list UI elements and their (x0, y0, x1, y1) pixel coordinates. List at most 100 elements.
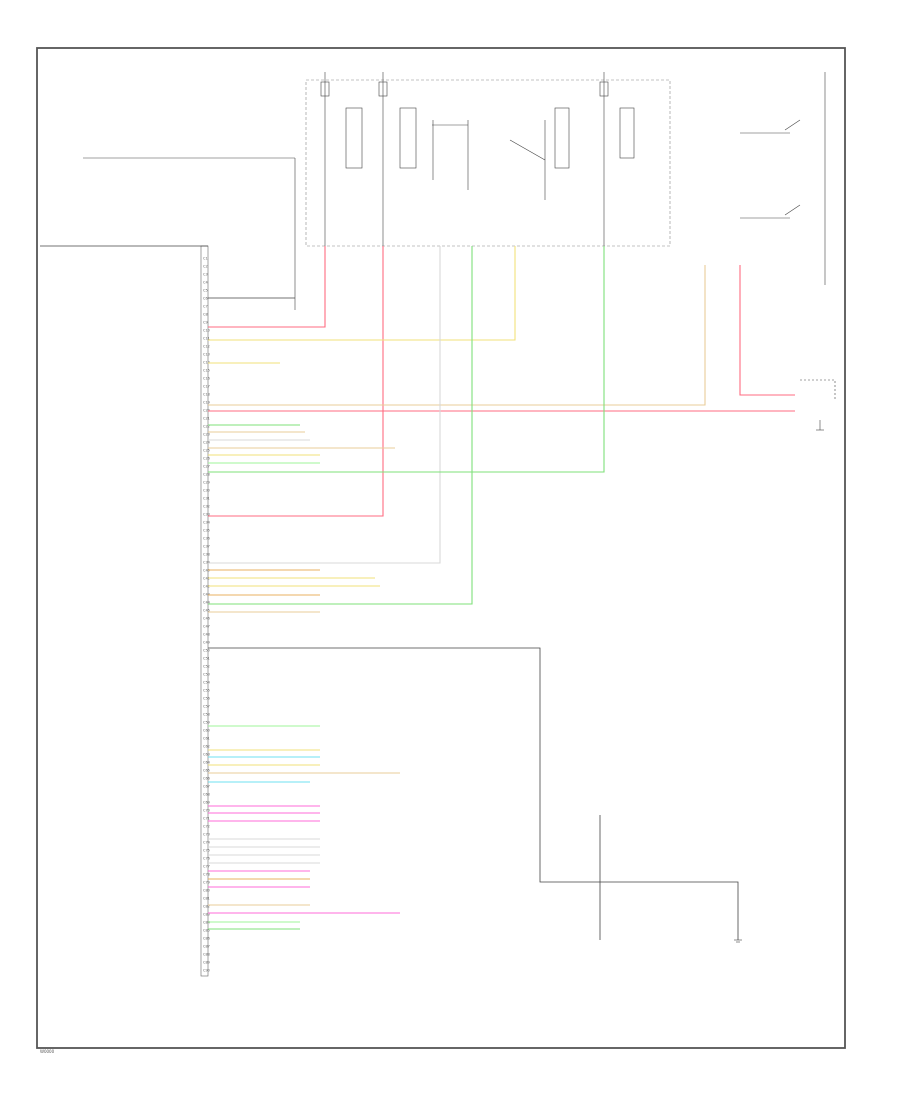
connector-pin-label: C86 (203, 937, 210, 941)
connector-pin-label: C38 (203, 553, 210, 557)
connector-pin-label: C66 (203, 777, 210, 781)
connector-pin-label: C35 (203, 529, 210, 533)
connector-pin-label: C40 (203, 569, 210, 573)
wire-group (208, 246, 795, 930)
connector-pin-label: C36 (203, 537, 210, 541)
connector-pin-label: C25 (203, 449, 210, 453)
fuse-group (320, 72, 826, 285)
connector-pin-label: C12 (203, 345, 210, 349)
wire-tan-accessory (208, 265, 706, 406)
connector-pin-label: C37 (203, 545, 210, 549)
fuse-3-icon (599, 81, 609, 97)
connector-pin-label: C54 (203, 681, 211, 685)
wire-yellow-park (208, 246, 516, 341)
connector-pin-label: C23 (203, 433, 210, 437)
connector-pin-label: C1 (203, 257, 208, 261)
connector-pin-label: C65 (203, 769, 210, 773)
wire-green-courtesy (208, 246, 605, 473)
connector-pin-label: C79 (203, 881, 210, 885)
connector-pin-label: C64 (203, 761, 211, 765)
connector-pin-label: C82 (203, 905, 210, 909)
connector-pin-label: C27 (203, 465, 210, 469)
connector-pin-label: C14 (203, 361, 211, 365)
relay-group (345, 107, 801, 219)
connector-pin-label: C81 (203, 897, 210, 901)
connector-pin-label: C24 (203, 441, 211, 445)
connector-pin-label: C85 (203, 929, 210, 933)
connector-pin-label: C51 (203, 657, 210, 661)
connector-pin-label: C46 (203, 617, 210, 621)
connector-pin-label: C57 (203, 705, 210, 709)
connector-pin-label: C60 (203, 729, 210, 733)
underhood-relay-center (305, 79, 671, 247)
connector-pin-label: C84 (203, 921, 211, 925)
connector-pin-label: C63 (203, 753, 210, 757)
connector-pin-label: C17 (203, 385, 210, 389)
connector-pin-label: C34 (203, 521, 211, 525)
connector-pin-label: C75 (203, 849, 210, 853)
connector-pin-label: C4 (203, 281, 208, 285)
connector-pin-label: C48 (203, 633, 210, 637)
connector-pin-label: C90 (203, 969, 210, 973)
connector-pin-label: C77 (203, 865, 210, 869)
connector-pin-label: C59 (203, 721, 210, 725)
ground-icon (816, 420, 824, 431)
connector-pin-label: C87 (203, 945, 210, 949)
connector-pin-label: C62 (203, 745, 210, 749)
connector-pin-label: C16 (203, 377, 210, 381)
wire-green-headlamp-high (208, 246, 473, 605)
connector-pin-label: C73 (203, 833, 210, 837)
connector-pin-label: C31 (203, 497, 210, 501)
connector-pin-label: C83 (203, 913, 210, 917)
connector-pin-label: C72 (203, 825, 210, 829)
fuse-1-icon (320, 81, 330, 97)
connector-pin-label: C49 (203, 641, 210, 645)
connector-pin-label: C39 (203, 561, 210, 565)
connector-pin-label: C41 (203, 577, 210, 581)
connector-pin-label: C88 (203, 953, 210, 957)
wire-red-battery-2 (208, 246, 384, 517)
connector-pin-label: C44 (203, 601, 211, 605)
connector-pin-label: C45 (203, 609, 210, 613)
connector-pin-label: C56 (203, 697, 210, 701)
connector-pin-label: C21 (203, 417, 210, 421)
connector-pin-label: C6 (203, 297, 208, 301)
connector-pin-label: C19 (203, 401, 210, 405)
connector-pin-label: C15 (203, 369, 210, 373)
connector-pin-label: C55 (203, 689, 210, 693)
connector-pin-label: C69 (203, 801, 210, 805)
connector-pin-label: C32 (203, 505, 210, 509)
connector-pin-label: C7 (203, 305, 208, 309)
connector-pin-label: C61 (203, 737, 210, 741)
connector-pin-label: C28 (203, 473, 210, 477)
connector-pin-label: C89 (203, 961, 210, 965)
connector-pin-label: C18 (203, 393, 210, 397)
connector-pin-label: C74 (203, 841, 211, 845)
connector-pin-label: C5 (203, 289, 208, 293)
connector-pin-label: C76 (203, 857, 210, 861)
wire-white-headlamp-low (208, 246, 441, 564)
diagram-frame (36, 47, 846, 1049)
connector-pin-label: C3 (203, 273, 208, 277)
connector-pin-label: C26 (203, 457, 210, 461)
connector-pin-label: C53 (203, 673, 210, 677)
connector-pin-label: C13 (203, 353, 210, 357)
wire-ground (208, 647, 600, 883)
footer-code: W0000 (40, 1049, 55, 1054)
connector-pin-label: C50 (203, 649, 210, 653)
connector-pin-label: C68 (203, 793, 210, 797)
connector-pin-label: C70 (203, 809, 210, 813)
connector-pin-label: C20 (203, 409, 210, 413)
connector-pin-label: C52 (203, 665, 210, 669)
connector-pin-label: C42 (203, 585, 210, 589)
connector-pin-label: C22 (203, 425, 210, 429)
connector-pin-label: C78 (203, 873, 210, 877)
connector-pin-label: C80 (203, 889, 210, 893)
wire-red-right (739, 265, 795, 396)
connector-pins: C1C2C3C4C5C6C7C8C9C10C11C12C13C14C15C16C… (203, 257, 211, 973)
connector-pin-label: C10 (203, 329, 210, 333)
connector-pin-label: C33 (203, 513, 210, 517)
connector-pin-label: C8 (203, 313, 208, 317)
fuse-2-icon (378, 81, 388, 97)
